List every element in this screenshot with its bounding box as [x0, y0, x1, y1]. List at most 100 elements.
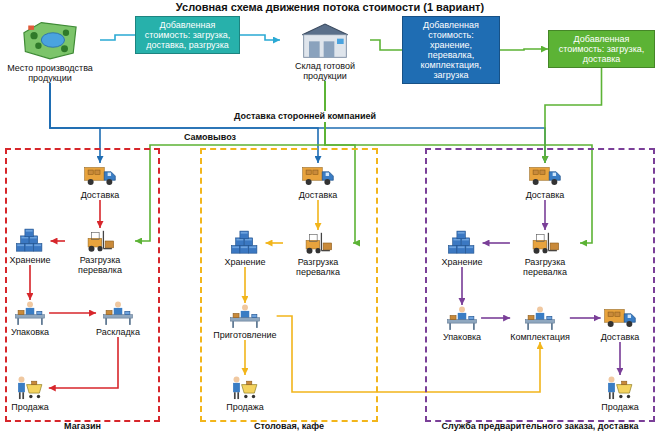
flow-arrow	[483, 242, 511, 244]
value-box: Добавленная стоимость: загрузка, доставк…	[548, 30, 655, 68]
node-label: Хранение	[10, 255, 51, 265]
boxes-icon	[445, 230, 479, 256]
node-label: Приготовление	[213, 330, 276, 340]
icon-node: Продажа	[226, 375, 264, 412]
map-icon	[21, 18, 79, 62]
node-label: Упаковка	[11, 327, 49, 337]
node-label: Упаковка	[443, 332, 481, 342]
icon-node: Раскладка	[96, 300, 140, 337]
diagram-title: Условная схема движения потока стоимости…	[0, 1, 660, 14]
value-box: Добавленная стоимость: загрузка, доставк…	[135, 16, 240, 54]
icon-node: Место производства продукции	[0, 18, 100, 83]
flow-arrow	[544, 200, 546, 230]
flow-arrow	[570, 317, 601, 319]
flow-arrow	[277, 316, 540, 392]
desk-icon	[13, 300, 47, 326]
forklift-icon	[83, 228, 117, 254]
desk-icon	[445, 305, 479, 331]
truck-icon	[301, 163, 335, 189]
flow-arrow	[50, 83, 318, 163]
desk-icon	[523, 305, 557, 331]
flow-arrow	[500, 49, 548, 50]
forklift-icon	[301, 230, 335, 256]
desk-icon	[101, 300, 135, 326]
truck-icon	[528, 163, 562, 189]
desk-icon	[228, 303, 262, 329]
icon-node: Доставка	[601, 305, 640, 342]
forklift-icon	[528, 230, 562, 256]
flow-arrow	[49, 337, 118, 388]
icon-node: Комплектация	[510, 305, 570, 342]
flow-arrow	[619, 342, 621, 375]
flow-arrow	[317, 200, 319, 230]
node-label: Добавленная стоимость: хранение, перевал…	[407, 20, 495, 80]
cart-icon	[228, 375, 262, 401]
cart-icon	[13, 375, 47, 401]
icon-node: Разгрузка перевалка	[283, 230, 353, 277]
flow-arrow	[100, 35, 135, 40]
icon-node: Доставка	[526, 163, 565, 200]
flow-arrow	[244, 267, 246, 303]
icon-node: Разгрузка перевалка	[65, 228, 135, 275]
flow-arrow	[370, 40, 402, 50]
icon-node: Доставка	[81, 163, 120, 200]
area-region: ДоставкаХранение Разгрузка перевалкаПриго…	[200, 148, 378, 422]
truck-icon	[603, 305, 637, 331]
flow-arrow	[99, 200, 101, 228]
node-label: Хранение	[442, 257, 483, 267]
warehouse-icon	[298, 20, 352, 60]
region-heading: Служба предварительного заказа, доставка	[417, 421, 660, 432]
node-label: Разгрузка перевалка	[283, 257, 353, 277]
boxes-icon	[228, 230, 262, 256]
flow-arrow	[240, 35, 280, 40]
node-label: Продажа	[11, 402, 49, 412]
region-heading: Магазин	[0, 421, 168, 432]
flow-arrow	[49, 312, 96, 314]
icon-node: Упаковка	[443, 305, 481, 342]
icon-node: Склад готовой продукции	[280, 20, 370, 81]
node-label: Разгрузка перевалка	[65, 255, 135, 275]
flow-arrow	[325, 81, 355, 243]
icon-node: Упаковка	[11, 300, 49, 337]
flow-arrow	[135, 81, 325, 241]
flow-arrow	[461, 267, 463, 305]
value-box: Добавленная стоимость: хранение, перевал…	[402, 16, 500, 84]
node-label: Добавленная стоимость: загрузка, доставк…	[140, 20, 235, 50]
cart-icon	[603, 375, 637, 401]
area-region: ДоставкаХранениеРазгрузка перевалкаУпако…	[425, 148, 655, 422]
icon-node: Продажа	[11, 375, 49, 412]
node-label: Место производства продукции	[0, 63, 100, 83]
node-label: Раскладка	[96, 327, 140, 337]
flow-arrow	[50, 83, 545, 163]
node-label: Добавленная стоимость: загрузка, доставк…	[553, 34, 650, 64]
node-label: Хранение	[225, 257, 266, 267]
icon-node: Хранение	[225, 230, 266, 267]
flow-arrow	[244, 340, 246, 375]
area-region: ДоставкаХранение Разгрузка перевалкаУпако…	[5, 148, 160, 422]
node-label: Доставка	[526, 190, 565, 200]
icon-node: Продажа	[601, 375, 639, 412]
icon-node: Приготовление	[213, 303, 276, 340]
flow-arrow	[266, 242, 284, 244]
node-label: Продажа	[601, 402, 639, 412]
icon-node: Доставка	[299, 163, 338, 200]
boxes-icon	[13, 228, 47, 254]
flow-label: Самовывоз	[182, 132, 238, 143]
truck-icon	[83, 163, 117, 189]
node-label: Продажа	[226, 402, 264, 412]
region-heading: Столовая, кафе	[192, 421, 386, 432]
node-label: Комплектация	[510, 332, 570, 342]
icon-node: Хранение	[10, 228, 51, 265]
flow-arrow	[29, 265, 31, 300]
icon-node: Разгрузка перевалка	[510, 230, 580, 277]
flow-arrow	[51, 240, 66, 242]
flow-arrow	[481, 317, 510, 319]
node-label: Склад готовой продукции	[280, 61, 370, 81]
node-label: Доставка	[81, 190, 120, 200]
icon-node: Хранение	[442, 230, 483, 267]
flow-label: Доставка сторонней компанией	[232, 111, 378, 122]
node-label: Разгрузка перевалка	[510, 257, 580, 277]
node-label: Доставка	[299, 190, 338, 200]
flow-arrow	[50, 83, 100, 163]
